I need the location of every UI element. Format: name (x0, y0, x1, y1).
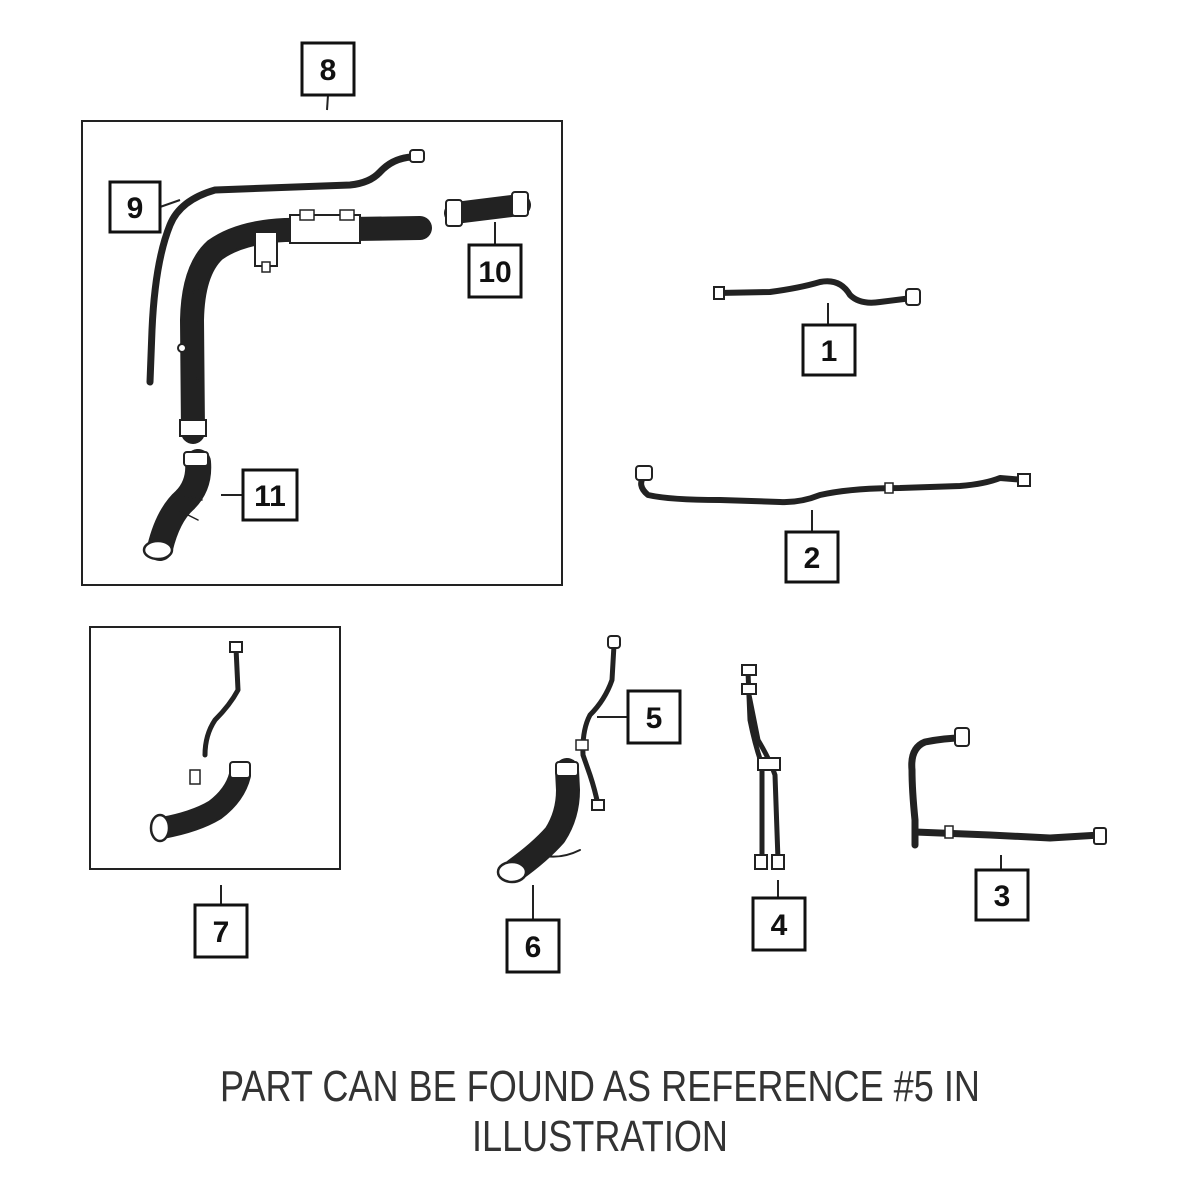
part-4-dual-line (741, 664, 785, 870)
callout-5: 5 (626, 689, 682, 745)
callout-10-label: 10 (478, 256, 511, 289)
part-9-vent-tube (146, 149, 425, 386)
part-2-line (635, 465, 1031, 506)
callout-2: 2 (784, 530, 840, 584)
part-8-filler-tube (177, 209, 432, 444)
callout-9-label: 9 (127, 192, 144, 225)
callout-3-label: 3 (994, 880, 1011, 913)
reference-caption: PART CAN BE FOUND AS REFERENCE #5 IN ILL… (220, 1062, 980, 1161)
callout-1: 1 (801, 323, 857, 377)
callout-8-label: 8 (320, 54, 337, 87)
callout-8: 8 (300, 41, 356, 97)
callout-2-label: 2 (804, 542, 821, 575)
part-6-filler-tube (496, 758, 581, 884)
part-10-hose (444, 191, 531, 227)
part-3-line (908, 727, 1107, 849)
part-11-filler-neck (142, 449, 212, 561)
callout-3: 3 (974, 868, 1030, 922)
callout-4: 4 (751, 896, 807, 952)
group-frame-7 (89, 626, 341, 870)
callout-9: 9 (108, 180, 162, 234)
part-5-vent-line (575, 635, 621, 811)
callout-11-label: 11 (254, 480, 286, 513)
callout-7: 7 (193, 903, 249, 959)
group-frame-8 (81, 120, 563, 586)
callout-6-label: 6 (525, 931, 542, 964)
callout-4-label: 4 (771, 909, 788, 942)
callout-7-label: 7 (213, 916, 230, 949)
callout-11: 11 (241, 468, 299, 522)
leader-lines (159, 94, 1002, 920)
callout-5-label: 5 (646, 702, 663, 735)
part-7-assembly (149, 641, 251, 843)
part-1-line (713, 278, 921, 306)
callout-6: 6 (505, 918, 561, 974)
callout-1-label: 1 (821, 335, 838, 368)
callout-10: 10 (467, 243, 523, 299)
